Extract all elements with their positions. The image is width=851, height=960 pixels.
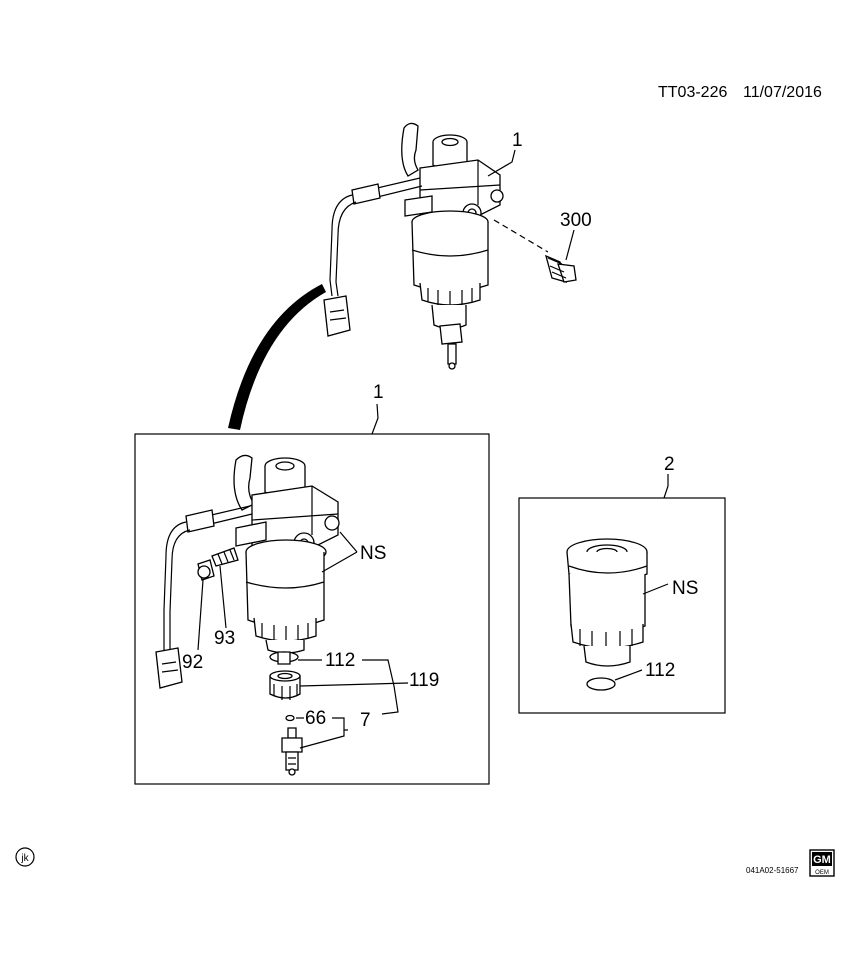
callout-oring-66: 66 <box>305 708 326 729</box>
gm-logo-text: GM <box>813 854 831 866</box>
fuel-filter-assembly-overview <box>323 122 504 370</box>
callout-oring-112: 112 <box>325 650 355 671</box>
drain-valve <box>281 727 303 776</box>
diagram-date: 11/07/2016 <box>743 84 822 101</box>
assembly-detail-frame <box>134 433 490 785</box>
callout-filter-kit: 2 <box>664 454 675 475</box>
callout-assembly-detail: 1 <box>373 382 384 403</box>
corner-mark-text: jk <box>20 853 29 864</box>
diagram-ref-code: TT03-226 <box>658 84 727 101</box>
callout-not-serviced-1: NS <box>360 543 386 564</box>
gm-logo-subtext: OEM <box>815 870 829 876</box>
water-sensor <box>197 547 239 581</box>
drain-plug <box>269 670 301 700</box>
detail-link-arrow <box>228 284 326 430</box>
filter-kit-frame <box>518 497 726 714</box>
callout-assembly-top: 1 <box>512 130 523 151</box>
callout-drain-kit-7: 7 <box>360 710 371 731</box>
gm-logo: GM OEM <box>809 849 835 877</box>
oring-66 <box>285 714 295 722</box>
callout-bolt-300: 300 <box>560 210 592 231</box>
callout-oring-112-kit: 112 <box>645 660 675 681</box>
callout-sensor-92: 92 <box>182 652 203 673</box>
callout-not-serviced-2: NS <box>672 578 698 599</box>
callout-plug-119: 119 <box>409 670 439 691</box>
corner-mark: jk <box>15 847 35 867</box>
mounting-bolt <box>493 219 577 283</box>
fuel-filter-assembly-detail <box>155 454 340 689</box>
oring-112-kit <box>586 677 616 691</box>
callout-sensor-93: 93 <box>214 628 235 649</box>
diagram-number: 041A02-51667 <box>746 866 799 875</box>
filter-element <box>566 538 648 667</box>
